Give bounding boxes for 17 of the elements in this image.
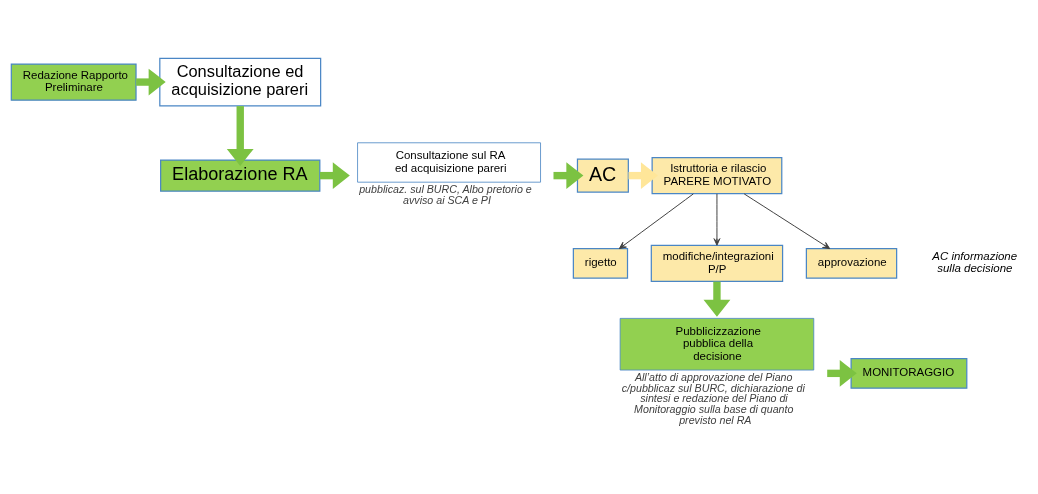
arrow xyxy=(703,281,731,317)
node-label: All’atto di approvazione del Piano c/pubblicaz sul BURC, dichiarazione di sintesi e redazione del Piano di Monitoraggio sulla base di quanto previsto nel RA xyxy=(621,371,805,426)
arrow xyxy=(713,193,721,246)
arrow xyxy=(618,193,694,250)
label: AC informazione sulla decisione xyxy=(932,250,1018,274)
node-box: Istruttoria e rilascio PARERE MOTIVATO xyxy=(651,156,783,195)
node-box: MONITORAGGIO xyxy=(850,357,968,389)
node-box: Consultazione ed acquisizione pareri xyxy=(159,57,322,107)
node-box: rigetto xyxy=(572,248,629,279)
node-box: AC xyxy=(576,158,629,193)
node-box: Elaborazione RA xyxy=(160,159,321,192)
node-label: pubblicaz. sul BURC, Albo pretorio e avviso ai SCA e PI xyxy=(359,183,532,206)
node-box: Redazione Rapporto Preliminare xyxy=(10,63,137,101)
arrow xyxy=(743,193,831,250)
arrow xyxy=(226,106,254,166)
node-box: modifiche/integrazioni P/P xyxy=(650,244,784,283)
node-box: approvazione xyxy=(805,248,898,279)
